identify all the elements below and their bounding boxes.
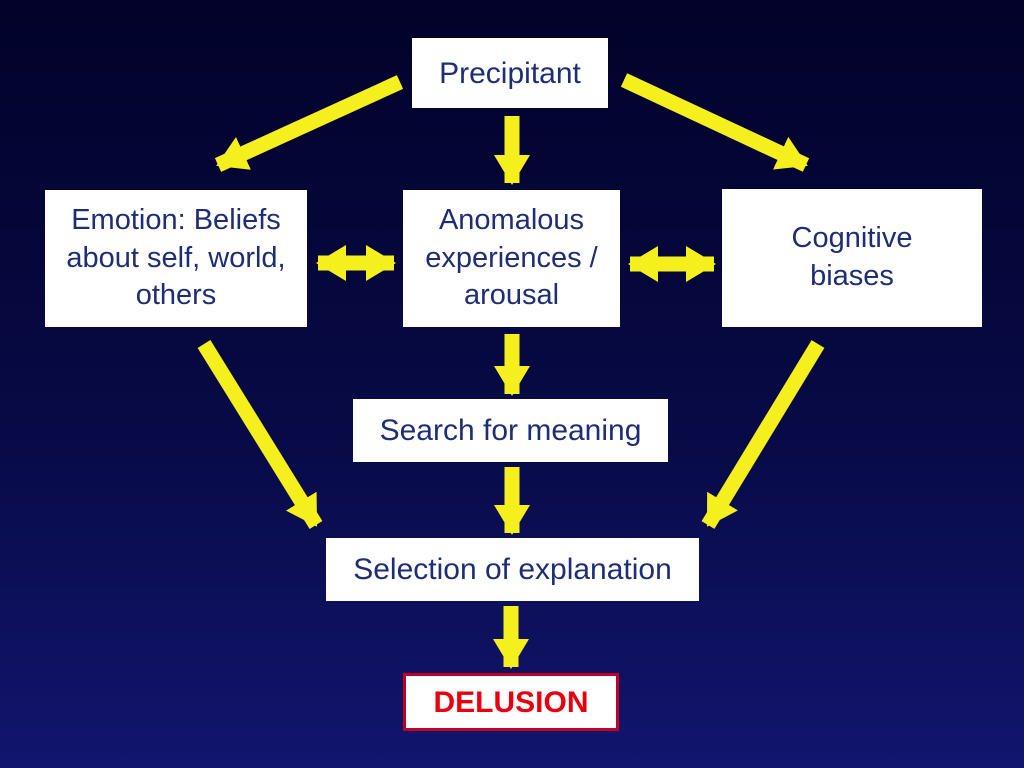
node-emotion-beliefs-label: Emotion: Beliefs about self, world, othe… <box>66 203 286 312</box>
node-delusion: DELUSION <box>403 673 619 731</box>
node-search-for-meaning-label: Search for meaning <box>379 414 642 447</box>
node-anomalous-experiences: Anomalous experiences / arousal <box>403 190 620 327</box>
node-cognitive-biases: Cognitive biases <box>722 189 982 327</box>
arrow-precipitant-to-cognitive <box>620 73 810 172</box>
node-precipitant-label: Precipitant <box>439 56 581 90</box>
node-cognitive-biases-label: Cognitive biases <box>791 222 913 292</box>
arrow-emotion-to-selection <box>197 340 323 529</box>
node-selection-of-explanation: Selection of explanation <box>326 538 699 601</box>
node-anomalous-experiences-label: Anomalous experiences / arousal <box>425 203 598 312</box>
arrow-cognitive-to-selection <box>701 340 825 529</box>
node-emotion-beliefs: Emotion: Beliefs about self, world, othe… <box>45 190 307 327</box>
node-delusion-label: DELUSION <box>433 685 589 719</box>
node-precipitant: Precipitant <box>412 38 608 108</box>
node-selection-of-explanation-label: Selection of explanation <box>353 553 672 586</box>
node-search-for-meaning: Search for meaning <box>353 399 668 462</box>
arrow-precipitant-to-emotion <box>214 75 404 172</box>
